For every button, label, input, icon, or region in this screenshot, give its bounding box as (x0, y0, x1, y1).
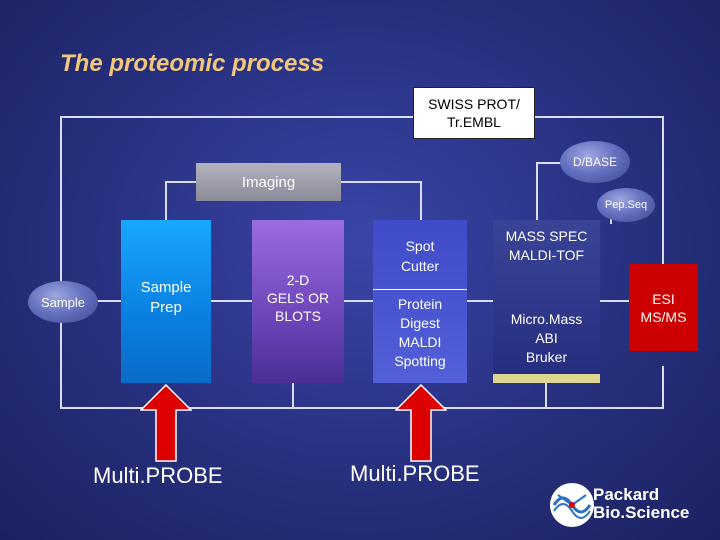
imaging-box: Imaging (196, 163, 341, 201)
protein-digest-line-2: Digest (400, 315, 440, 331)
micromass-line-1: Micro.Mass (510, 310, 583, 327)
dbase-oval: D/BASE (560, 141, 630, 183)
mass-spec-line-1: MASS SPEC (505, 228, 588, 244)
dbase-label: D/BASE (572, 155, 617, 169)
swiss-prot-line-1: SWISS PROT/ (428, 96, 520, 112)
spot-cutter-line-2: Cutter (400, 258, 440, 274)
connector-line (662, 116, 664, 276)
company-line-1: Packard (593, 485, 660, 504)
up-arrow-icon (395, 384, 447, 462)
multiprobe-label: Multi.PROBE (350, 461, 480, 486)
gels-box: 2-D GELS OR BLOTS (252, 220, 344, 383)
spot-cutter-divider (373, 289, 467, 290)
company-line-2: Bio.Science (593, 503, 690, 522)
sample-label: Sample (40, 294, 86, 310)
imaging-label: Imaging (241, 173, 296, 191)
esi-line-1: ESI (652, 290, 675, 307)
gels-line-1: 2-D (286, 271, 310, 288)
micromass-line-2: ABI (535, 329, 558, 346)
packard-logo-icon (550, 483, 594, 527)
connector-line (536, 162, 538, 222)
up-arrow-icon (140, 384, 192, 462)
connector-line (533, 116, 663, 118)
connector-line (60, 310, 62, 408)
connector-line (545, 383, 547, 408)
connector-line (344, 300, 373, 302)
connector-line (60, 116, 62, 296)
protein-digest-line-1: Protein (397, 296, 443, 312)
sample-prep-box: Sample Prep (121, 220, 211, 383)
sample-prep-line-1: Sample (140, 278, 192, 296)
mass-spec-line-2: MALDI-TOF (508, 247, 585, 263)
company-name: Packard Bio.Science (593, 486, 689, 522)
esi-line-2: MS/MS (640, 308, 687, 325)
connector-line (467, 300, 493, 302)
pepseq-label: Pep.Seq (604, 199, 648, 211)
connector-line (60, 116, 414, 118)
connector-line (340, 181, 420, 183)
connector-line (420, 181, 422, 221)
sample-oval: Sample (28, 281, 98, 323)
connector-line (292, 383, 294, 408)
pepseq-oval: Pep.Seq (597, 188, 655, 222)
connector-line (211, 300, 252, 302)
connector-line (662, 366, 664, 408)
swiss-prot-line-2: Tr.EMBL (447, 114, 501, 130)
connector-line (165, 181, 197, 183)
connector-line (165, 181, 167, 221)
spot-cutter-line-1: Spot (405, 238, 435, 254)
protein-digest-line-4: Spotting (394, 353, 446, 369)
swiss-prot-box: SWISS PROT/ Tr.EMBL (413, 87, 535, 139)
gels-line-2: GELS OR (266, 289, 330, 306)
mass-spec-box: MASS SPEC MALDI-TOF Micro.Mass ABI Bruke… (493, 220, 600, 383)
multiprobe-label: Multi.PROBE (93, 463, 223, 488)
page-title: The proteomic process (60, 50, 325, 77)
connector-line (600, 300, 629, 302)
gels-line-3: BLOTS (275, 307, 321, 324)
micromass-line-3: Bruker (525, 348, 568, 365)
connector-line (536, 162, 562, 164)
esi-msms-box: ESI MS/MS (629, 264, 698, 351)
protein-digest-line-3: MALDI (398, 334, 442, 350)
sample-prep-line-2: Prep (150, 298, 182, 316)
connector-line (96, 300, 122, 302)
connector-line (60, 407, 664, 409)
spot-cutter-box: Spot Cutter Protein Digest MALDI Spottin… (373, 220, 467, 383)
